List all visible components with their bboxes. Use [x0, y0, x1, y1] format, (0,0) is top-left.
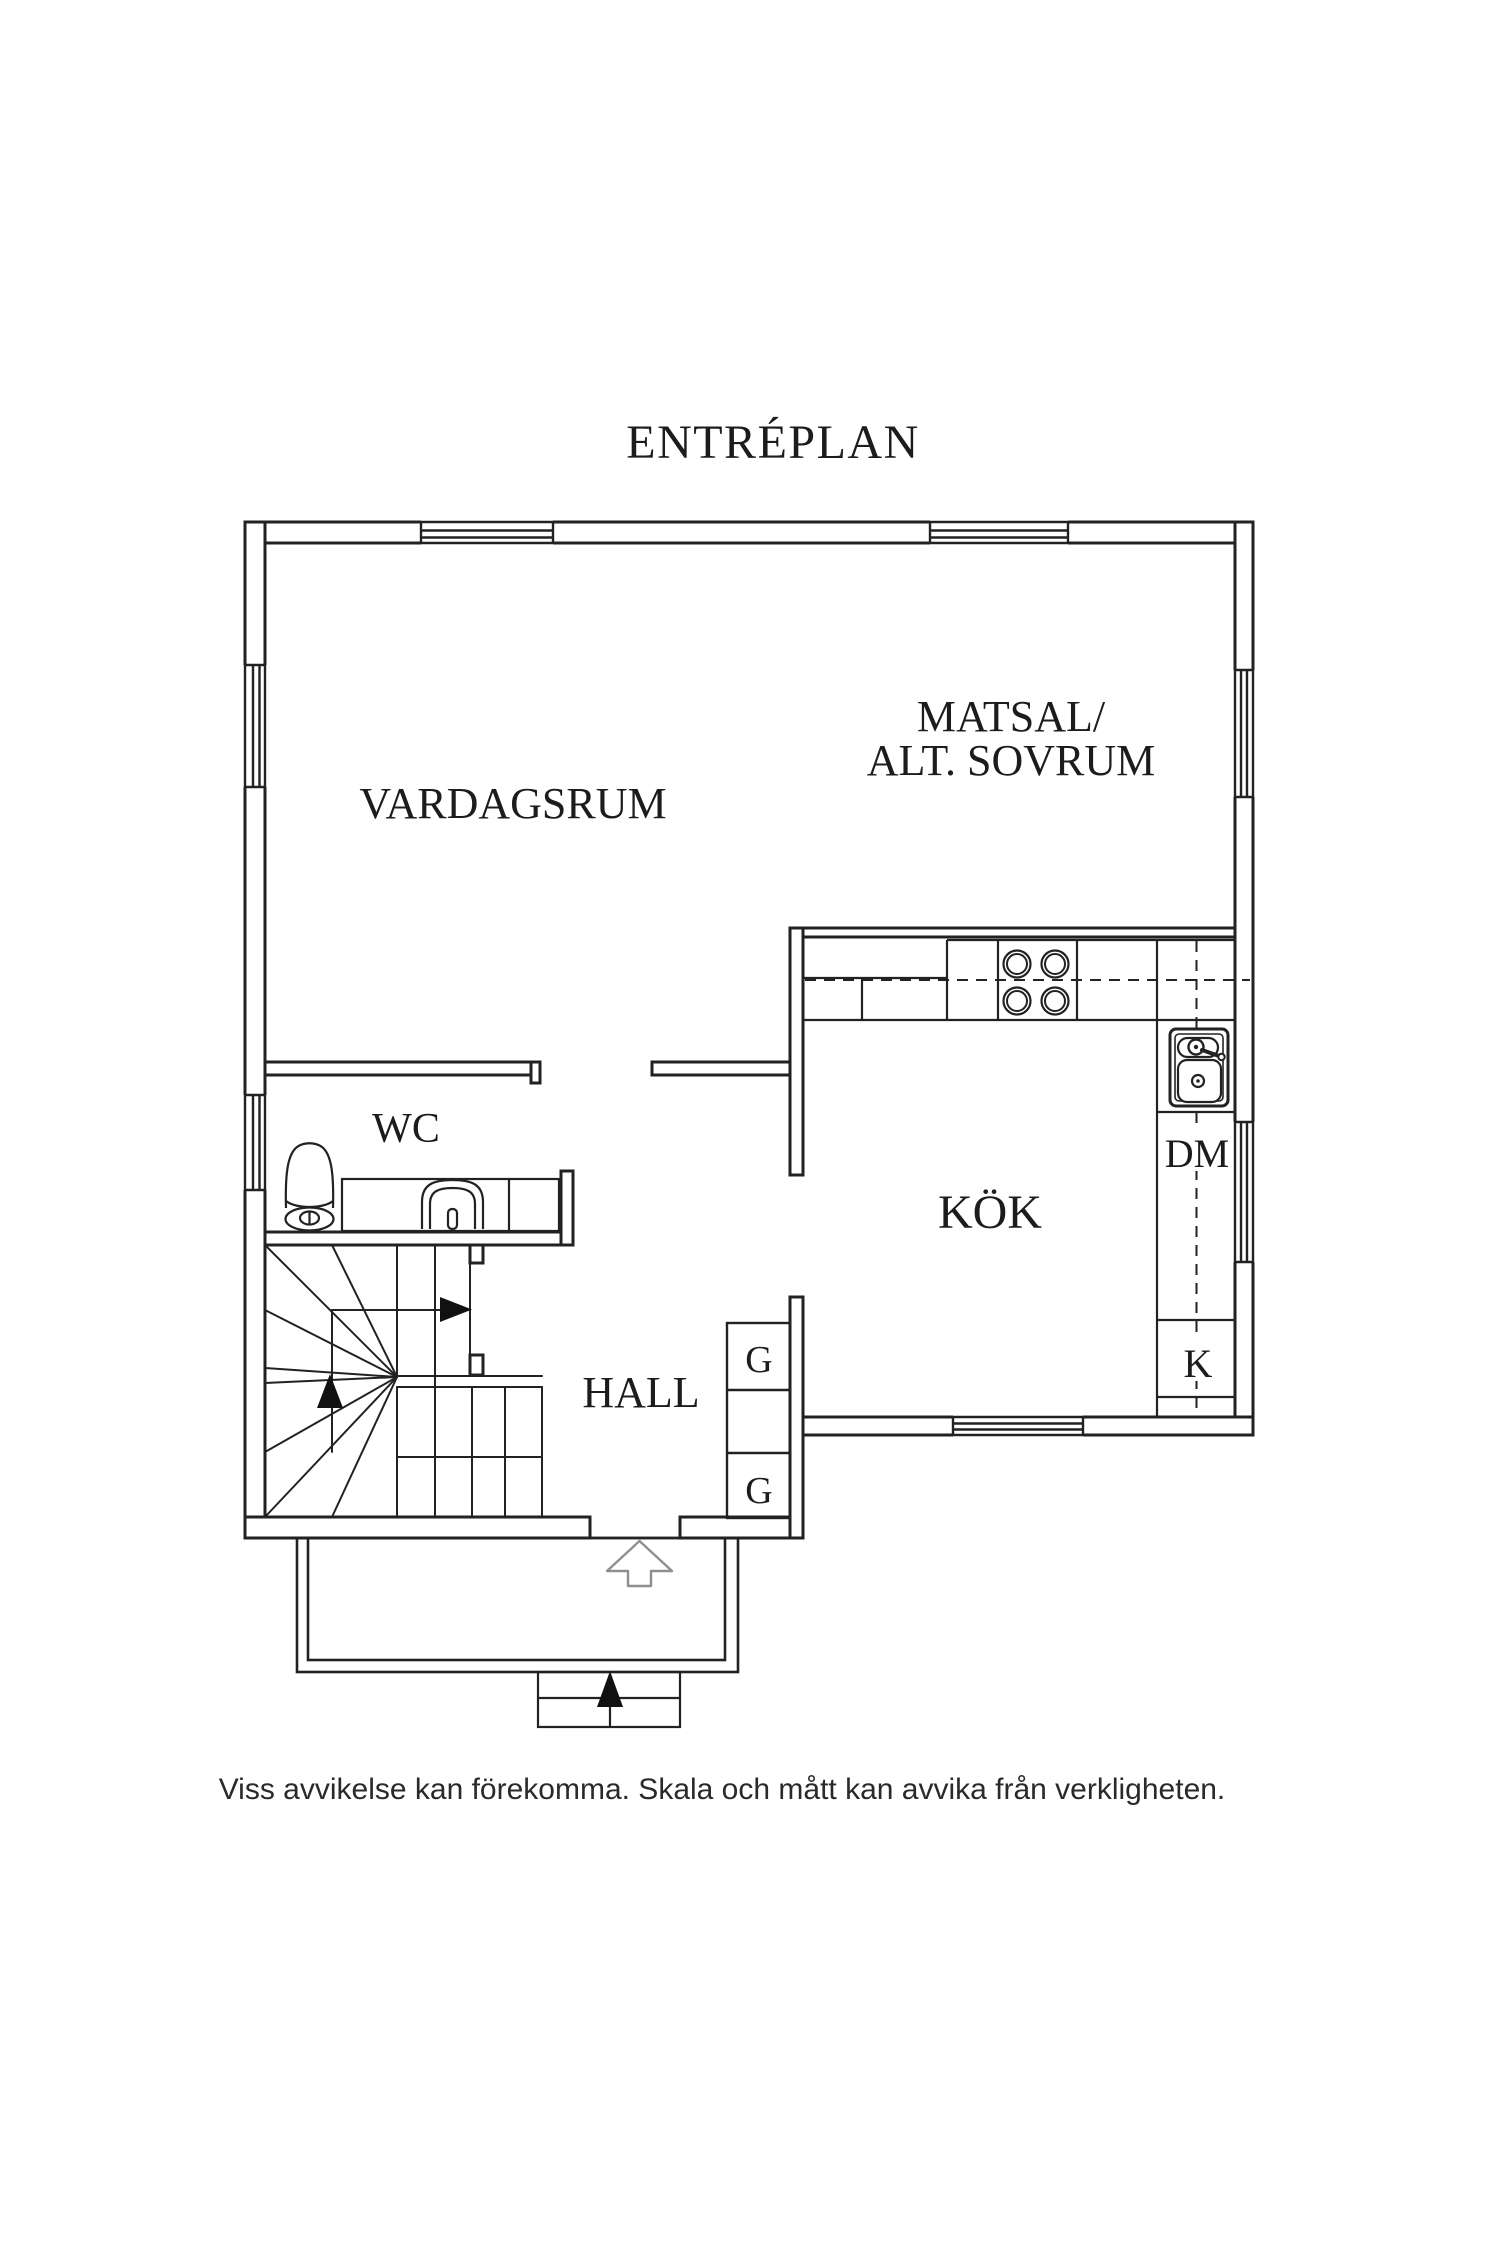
window-right-upper	[1233, 668, 1255, 799]
fixture-label-wardrobe-lower: G	[745, 1470, 772, 1512]
porch	[295, 1536, 740, 1674]
page-title: ENTRÉPLAN	[626, 416, 919, 469]
stair-direction-up-arrow-icon	[317, 1374, 343, 1408]
wall-bottom-left	[243, 1515, 592, 1540]
room-label-hall: HALL	[582, 1368, 699, 1417]
interior-walls	[263, 926, 1237, 1540]
room-label-dining-line2: ALT. SOVRUM	[867, 736, 1156, 785]
wall-stair-stub-mid	[468, 1353, 485, 1377]
window-top-right	[928, 520, 1070, 545]
window-top-left	[419, 520, 555, 545]
exterior-walls	[243, 520, 1255, 1540]
staircase	[264, 1244, 543, 1518]
wall-closet-east	[788, 1295, 805, 1540]
stair-direction-right-arrow-icon	[440, 1297, 472, 1322]
stove-icon	[1002, 949, 1070, 1016]
entrance-steps	[536, 1670, 682, 1729]
fixture-label-dishwasher: DM	[1165, 1131, 1229, 1176]
wall-wc-east-cap	[559, 1169, 575, 1247]
windows	[243, 520, 1255, 1437]
room-label-livingroom: VARDAGSRUM	[359, 779, 666, 828]
window-right-lower	[1233, 1120, 1255, 1264]
window-kitchen-bottom	[951, 1415, 1085, 1437]
window-left-upper	[243, 663, 267, 789]
kitchen-sink-icon	[1168, 1027, 1230, 1108]
wall-livingroom-west-cap	[529, 1060, 542, 1085]
wall-kitchen-top	[788, 926, 1237, 939]
kitchen-counters	[803, 938, 1235, 1417]
room-label-kitchen: KÖK	[938, 1186, 1042, 1239]
room-label-wc: WC	[372, 1106, 440, 1152]
wc-fixtures	[284, 1142, 561, 1233]
wall-livingroom-west	[263, 1060, 542, 1077]
fixture-label-wardrobe-upper: G	[745, 1339, 772, 1381]
entrance-door-arrow-icon	[605, 1539, 674, 1588]
fixture-label-fridge: K	[1184, 1341, 1213, 1386]
toilet-icon	[284, 1142, 335, 1232]
wall-bottom-mid	[678, 1515, 805, 1540]
wall-hall-kitchen	[788, 926, 805, 1177]
wall-corner-patches	[246, 523, 1252, 1537]
wall-stair-stub-top	[468, 1243, 485, 1265]
hall-wardrobes	[725, 1321, 792, 1520]
wall-livingroom-east	[650, 1060, 792, 1077]
kitchen-counter-dashed-lines	[805, 941, 1250, 1415]
entrance-steps-up-arrow-icon	[597, 1671, 623, 1707]
disclaimer-text: Viss avvikelse kan förekomma. Skala och …	[219, 1773, 1226, 1806]
room-label-dining-line1: MATSAL/	[917, 692, 1106, 741]
wall-right	[1233, 520, 1255, 1437]
window-left-lower	[243, 1093, 267, 1192]
wall-wc-bottom	[263, 1230, 574, 1247]
washbasin-icon	[340, 1177, 561, 1233]
wall-top	[243, 520, 1255, 545]
fixture-labels: DM K G G	[745, 1126, 1229, 1512]
